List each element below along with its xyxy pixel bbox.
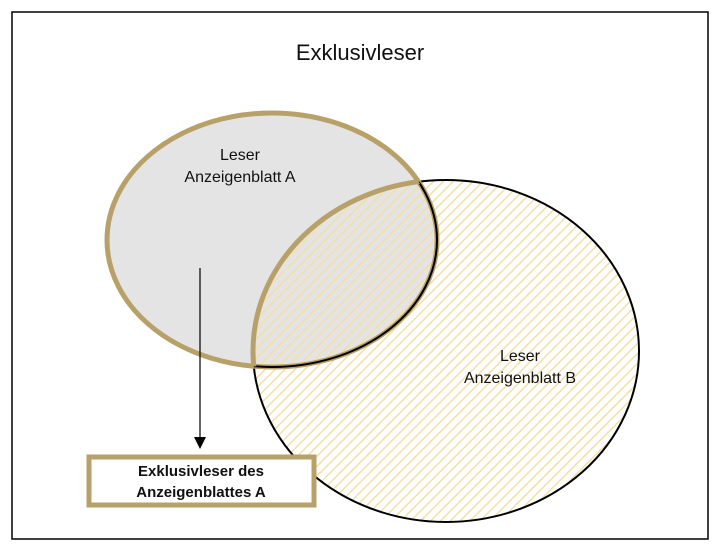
set-b-label-line2: Anzeigenblatt B [464, 370, 576, 387]
set-b-label-line1: Leser [500, 348, 541, 365]
set-b-fill [253, 180, 639, 522]
result-box-line1: Exklusivleser des [138, 463, 264, 480]
diagram-title: Exklusivleser [296, 40, 424, 65]
set-a-label-line1: Leser [220, 147, 261, 164]
result-box-line2: Anzeigenblattes A [136, 484, 266, 501]
result-box [86, 454, 317, 508]
overlap-left-edge [250, 177, 437, 367]
set-a-label-line2: Anzeigenblatt A [184, 169, 296, 186]
overlap-right-edge [253, 180, 438, 368]
